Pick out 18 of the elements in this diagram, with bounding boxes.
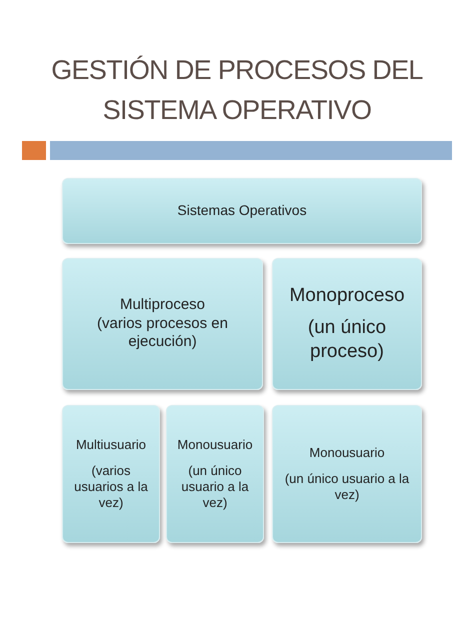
box-heading: Multiusuario xyxy=(76,436,146,453)
box-subtitle: (un único usuario a la vez) xyxy=(180,462,250,512)
category-box xyxy=(272,258,422,390)
box-subtitle: (un único proceso) xyxy=(306,316,388,364)
title: GESTIÓN DE PROCESOS DEL SISTEMA OPERATIVO xyxy=(50,54,424,127)
box-heading: Monousuario xyxy=(309,444,385,461)
box-heading: Monousuario xyxy=(177,436,253,453)
category-box xyxy=(62,405,160,543)
category-box xyxy=(62,258,263,390)
category-box xyxy=(272,405,422,543)
box-heading: Monoproceso xyxy=(289,284,405,308)
category-box xyxy=(166,405,264,543)
box-subtitle: (varios usuarios a la vez) xyxy=(73,462,149,512)
box-subtitle: (varios procesos en ejecución) xyxy=(96,314,229,352)
box-subtitle: (un único usuario a la vez) xyxy=(284,470,410,504)
box-heading: Sistemas Operativos xyxy=(177,202,307,220)
box-heading: Multiproceso xyxy=(120,296,206,315)
category-box xyxy=(62,178,422,244)
